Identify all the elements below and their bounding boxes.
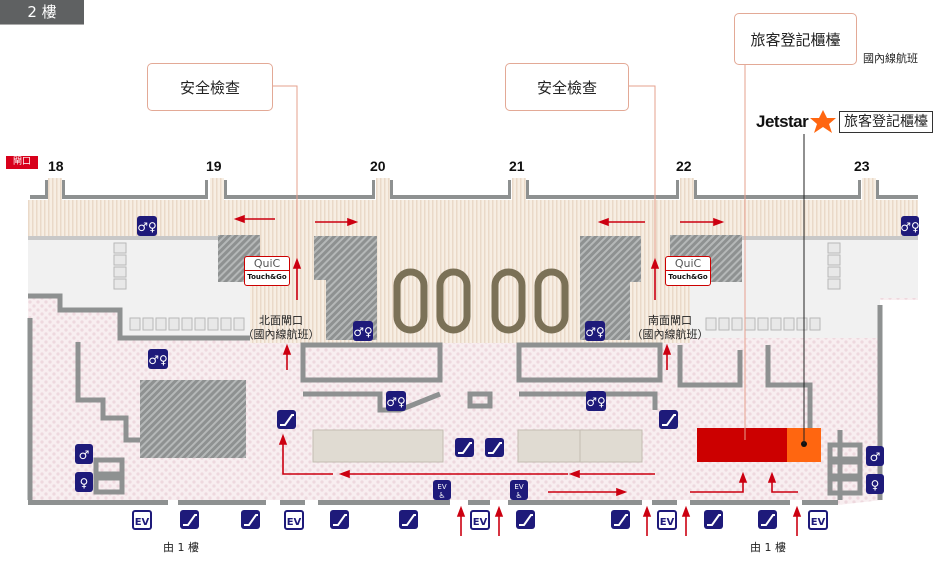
escalator-icon bbox=[455, 438, 474, 457]
svg-text:EV: EV bbox=[287, 517, 302, 528]
elevator-icon: EV bbox=[132, 510, 152, 530]
elevator-label: EV bbox=[135, 517, 150, 528]
south-gates-label: 南面閘口 （國內線航班） bbox=[625, 314, 715, 342]
svg-text:♂♀: ♂♀ bbox=[353, 325, 373, 339]
svg-text:EV: EV bbox=[514, 483, 523, 491]
north-gates-label: 北面閘口 （國內線航班） bbox=[236, 314, 326, 342]
south-gates-sub: （國內線航班） bbox=[631, 328, 709, 341]
counters bbox=[312, 429, 643, 463]
quic-logo: QuiC bbox=[666, 257, 710, 271]
escalator-icons bbox=[180, 410, 777, 529]
svg-text:♀: ♀ bbox=[80, 476, 89, 490]
svg-text:♿: ♿ bbox=[438, 491, 445, 500]
restroom-icon: ♂♀ bbox=[148, 349, 168, 369]
svg-text:♿: ♿ bbox=[515, 491, 522, 500]
restroom-icon-female: ♀ bbox=[75, 472, 93, 492]
domestic-flights-label: 國內線航班 bbox=[863, 52, 918, 65]
quic-sub: Touch&Go bbox=[247, 273, 287, 281]
gate-number-23: 23 bbox=[854, 158, 870, 174]
elevator-icon: EV bbox=[657, 510, 677, 530]
gate-exit-badge: 閘口 bbox=[6, 156, 38, 169]
flow-arrows bbox=[233, 214, 802, 536]
gate-number-22: 22 bbox=[676, 158, 692, 174]
accessible-elevator-icon: EV♿ bbox=[433, 480, 451, 500]
restroom-icon-male: ♂ bbox=[866, 446, 884, 466]
svg-text:EV: EV bbox=[660, 517, 675, 528]
jetstar-star-icon bbox=[810, 110, 836, 133]
escalator-icon bbox=[241, 510, 260, 529]
escalator-icon bbox=[611, 510, 630, 529]
structural-blocks bbox=[140, 235, 742, 458]
svg-text:♂: ♂ bbox=[79, 448, 90, 462]
svg-text:♂♀: ♂♀ bbox=[900, 220, 920, 234]
gate-corridor bbox=[28, 200, 918, 240]
svg-text:EV: EV bbox=[473, 517, 488, 528]
north-gates-sub: （國內線航班） bbox=[242, 328, 320, 341]
gate-number-21: 21 bbox=[509, 158, 525, 174]
escalator-icon bbox=[277, 410, 296, 429]
restroom-icon: ♂♀ bbox=[586, 391, 606, 411]
svg-text:♂♀: ♂♀ bbox=[386, 395, 406, 409]
seating bbox=[113, 242, 841, 331]
gate-number-20: 20 bbox=[370, 158, 386, 174]
jetstar-logo: Jetstar bbox=[756, 112, 809, 131]
north-gates-title: 北面閘口 bbox=[259, 314, 303, 327]
restroom-icons: ♂♀ ♂♀ ♂♀ ♂♀ ♂♀ ♂♀ ♂♀ ♂ ♀ ♂ ♀ bbox=[75, 216, 920, 494]
callout-leader-lines bbox=[271, 65, 746, 440]
escalator-icon bbox=[516, 510, 535, 529]
accessible-elevator-icon: EV♿ bbox=[510, 480, 528, 500]
accessible-elevator-icons: EV♿ EV♿ bbox=[433, 480, 528, 500]
restroom-icon: ♂♀ bbox=[386, 391, 406, 411]
quic-logo: QuiC bbox=[245, 257, 289, 271]
security-check-callout-north[interactable]: 安全檢查 bbox=[147, 63, 273, 111]
quic-touchgo-badge-north: QuiC Touch&Go bbox=[244, 256, 290, 286]
escalator-icon bbox=[659, 410, 678, 429]
elevator-icons: EV EV EV EV EV bbox=[132, 510, 828, 530]
escalator-icon bbox=[180, 510, 199, 529]
from-first-floor-label-east: 由 1 樓 bbox=[750, 541, 786, 554]
security-check-callout-south[interactable]: 安全檢查 bbox=[505, 63, 629, 111]
gate-stubs bbox=[48, 178, 876, 202]
svg-text:♀: ♀ bbox=[871, 478, 880, 492]
svg-text:EV: EV bbox=[437, 483, 446, 491]
svg-text:♂♀: ♂♀ bbox=[585, 325, 605, 339]
escalator-icon bbox=[704, 510, 723, 529]
elevator-icon: EV bbox=[470, 510, 490, 530]
restroom-icon: ♂♀ bbox=[585, 321, 605, 341]
escalator-icon bbox=[758, 510, 777, 529]
escalator-icon bbox=[485, 438, 504, 457]
checkin-counter-callout[interactable]: 旅客登記櫃檯 bbox=[734, 13, 857, 65]
svg-text:♂♀: ♂♀ bbox=[586, 395, 606, 409]
floor-label: 2 樓 bbox=[0, 0, 84, 25]
restroom-icon: ♂♀ bbox=[353, 321, 373, 341]
baggage-carousels bbox=[393, 268, 569, 334]
quic-touchgo-badge-south: QuiC Touch&Go bbox=[665, 256, 711, 286]
bottom-wall bbox=[28, 500, 838, 505]
restroom-icon-male: ♂ bbox=[75, 444, 93, 464]
jetstar-checkin-label[interactable]: 旅客登記櫃檯 bbox=[839, 111, 933, 133]
svg-text:EV: EV bbox=[811, 517, 826, 528]
checkin-counter-domestic bbox=[697, 428, 787, 462]
escalator-icon bbox=[399, 510, 418, 529]
elevator-icon: EV bbox=[284, 510, 304, 530]
restroom-icon: ♂♀ bbox=[900, 216, 920, 236]
svg-text:♂: ♂ bbox=[870, 450, 881, 464]
holding-area-north bbox=[28, 238, 250, 338]
svg-text:♂♀: ♂♀ bbox=[148, 353, 168, 367]
restroom-icon: ♂♀ bbox=[137, 216, 157, 236]
quic-sub: Touch&Go bbox=[668, 273, 708, 281]
interior-walls bbox=[27, 293, 883, 500]
elevator-icon: EV bbox=[808, 510, 828, 530]
south-gates-title: 南面閘口 bbox=[648, 314, 692, 327]
restroom-icon-female: ♀ bbox=[866, 474, 884, 494]
escalator-icon bbox=[330, 510, 349, 529]
top-wall bbox=[30, 180, 918, 199]
svg-text:♂♀: ♂♀ bbox=[137, 220, 157, 234]
gate-number-18: 18 bbox=[48, 158, 64, 174]
gate-number-19: 19 bbox=[206, 158, 222, 174]
from-first-floor-label-west: 由 1 樓 bbox=[163, 541, 199, 554]
